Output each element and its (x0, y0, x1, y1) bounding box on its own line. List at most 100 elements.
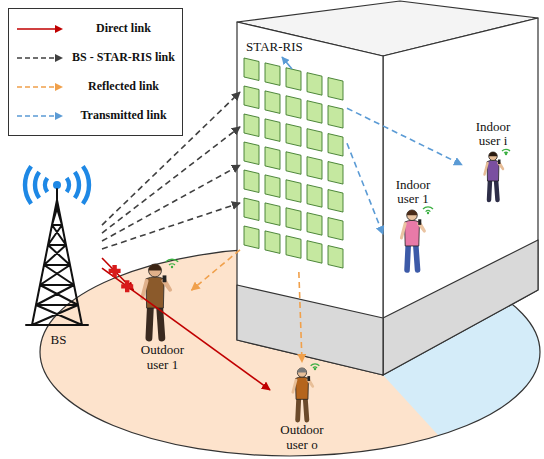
ris-element (244, 170, 259, 192)
ris-element (307, 241, 322, 263)
ris-element (265, 119, 280, 141)
figures (23, 149, 511, 420)
link-arrow (102, 165, 240, 241)
building-side (383, 18, 538, 375)
user-body (296, 377, 309, 399)
ris-element (265, 175, 280, 197)
building-front (237, 22, 383, 375)
user-hair (489, 152, 498, 156)
legend-sample (15, 110, 65, 122)
legend-label: BS - STAR-RIS link (71, 50, 176, 65)
legend-sample (15, 23, 65, 35)
user-arm (401, 224, 405, 238)
ris-element (286, 152, 301, 174)
user-legs (407, 244, 418, 270)
user-arm (293, 380, 296, 392)
wifi-icon (425, 210, 431, 212)
wifi-icon (427, 212, 429, 214)
phone (163, 275, 167, 282)
user-figure (293, 363, 320, 420)
ris-element (265, 203, 280, 225)
user-figure (142, 259, 179, 338)
phone (307, 376, 310, 381)
link-arrow (347, 143, 383, 234)
leader-line (282, 57, 292, 69)
outdoor-user: Outdoor user o (270, 362, 334, 455)
building-base-front (237, 285, 383, 375)
blocked-mark (109, 265, 121, 277)
node-label: BS (51, 333, 67, 347)
ris-element (328, 246, 343, 268)
user-arm (142, 281, 147, 298)
signal-wave (33, 171, 41, 199)
ris-element (244, 86, 259, 108)
link-arrow (102, 203, 240, 249)
wifi-icon (505, 153, 507, 155)
outdoor-user: Outdoor user 1 (134, 262, 192, 375)
ris-element (286, 124, 301, 146)
node-label: Outdoor user 1 (137, 343, 189, 372)
link-arrow (299, 272, 302, 362)
star-ris-surface: STAR-RIS (240, 38, 347, 272)
arrow-head (55, 83, 63, 91)
ris-element (328, 134, 343, 156)
wifi-icon (314, 368, 316, 370)
surface-label: STAR-RIS (244, 40, 305, 54)
wifi-icon (169, 263, 176, 265)
antenna-tip (53, 181, 61, 189)
node-label: Outdoor user o (276, 423, 328, 452)
link-arrow (102, 127, 240, 233)
user-body (487, 160, 499, 181)
ris-element (286, 68, 301, 90)
ris-element (307, 157, 322, 179)
wifi-icon (502, 149, 511, 152)
ris-element (265, 63, 280, 85)
node-label: Indoor user 1 (387, 178, 439, 207)
link-arrow (347, 108, 462, 165)
user-body (146, 277, 164, 308)
ris-element (244, 114, 259, 136)
user-legs (489, 180, 498, 201)
ris-element (244, 198, 259, 220)
building (237, 1, 538, 375)
ris-element (307, 129, 322, 151)
user-head (489, 152, 498, 161)
legend-row: Direct link (15, 14, 176, 43)
legend-row: Transmitted link (15, 101, 176, 130)
indoor-user: Indoor user 1 (383, 176, 443, 273)
base-station: BS (15, 140, 102, 350)
link-arrow (102, 268, 270, 390)
indoor-user: Indoor user i (462, 118, 524, 203)
user-head (149, 264, 162, 277)
link-arrow (192, 250, 241, 290)
arrow-head (55, 112, 63, 120)
legend-row: BS - STAR-RIS link (15, 43, 176, 72)
legend-row: Reflected link (15, 72, 176, 101)
phone (418, 219, 421, 225)
legend-sample (15, 52, 65, 64)
legend-line (17, 57, 57, 59)
wifi-icon (310, 363, 320, 366)
ris-element (307, 185, 322, 207)
user-hair (297, 368, 306, 373)
ris-element (307, 101, 322, 123)
user-figure (401, 206, 433, 270)
wifi-icon (171, 266, 173, 268)
legend-sample (15, 81, 65, 93)
ris-element (244, 58, 259, 80)
user-hair (149, 264, 162, 270)
node-label: Indoor user i (467, 120, 519, 149)
legend-label: Direct link (71, 21, 176, 36)
ris-element (265, 231, 280, 253)
ris-element (307, 213, 322, 235)
signal-wave (73, 171, 81, 199)
user-hair (407, 210, 418, 215)
ris-element (328, 106, 343, 128)
ris-element (244, 226, 259, 248)
legend-line (17, 86, 57, 88)
signal-wave (23, 165, 33, 205)
wifi-icon (165, 259, 178, 263)
legend-line (17, 28, 57, 30)
ris-element (244, 142, 259, 164)
